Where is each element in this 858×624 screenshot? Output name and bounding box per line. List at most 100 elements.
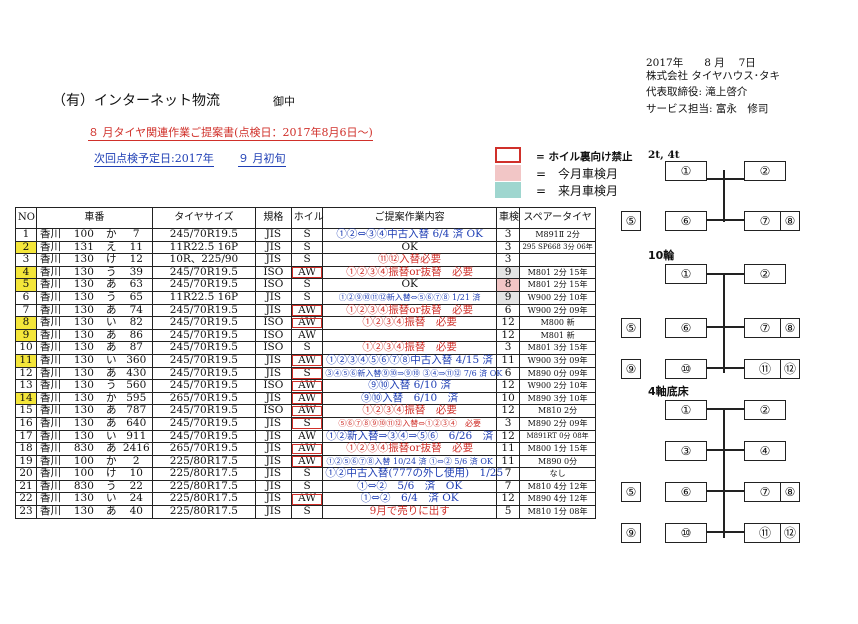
cell-std: JIS bbox=[254, 442, 292, 456]
cell-size: 245/70R19.5 bbox=[151, 366, 256, 381]
cell-pref: 香川 bbox=[36, 442, 67, 456]
cell-spare: M800 1分 15年 bbox=[519, 442, 596, 456]
cell-num: 12 bbox=[120, 253, 153, 267]
tire-position: ② bbox=[744, 161, 786, 181]
cell-cls: 130 bbox=[66, 316, 102, 330]
cell-cls: 830 bbox=[66, 479, 102, 494]
cell-wheel: AW bbox=[290, 454, 324, 469]
cell-size: 245/70R19.5 bbox=[151, 341, 256, 355]
cell-kana: あ bbox=[101, 328, 121, 343]
cell-inspect: 12 bbox=[495, 328, 521, 343]
cell-inspect: 3 bbox=[495, 253, 521, 267]
cell-inspect: 9 bbox=[495, 265, 521, 280]
cell-pref: 香川 bbox=[36, 404, 67, 418]
cell-cls: 130 bbox=[66, 404, 102, 418]
cell-std: JIS bbox=[254, 303, 292, 318]
cell-wheel: AW bbox=[290, 379, 324, 393]
cell-size: 225/80R17.5 bbox=[151, 492, 256, 507]
col-header-no: NO bbox=[14, 207, 38, 229]
cell-size: 265/70R19.5 bbox=[151, 442, 256, 456]
cell-spare: M801 2分 15年 bbox=[519, 265, 596, 280]
tire-position: ⑧ bbox=[780, 318, 800, 338]
cell-wheel: AW bbox=[290, 429, 324, 444]
cell-std: JIS bbox=[254, 240, 292, 255]
recipient: （有）インターネット物流 bbox=[52, 93, 220, 109]
cell-no: 5 bbox=[14, 278, 38, 292]
cell-size: 245/70R19.5 bbox=[151, 416, 256, 431]
tire-position: ② bbox=[744, 400, 786, 420]
cell-num: 63 bbox=[120, 278, 153, 292]
cell-cls: 130 bbox=[66, 341, 102, 355]
cell-num: 11 bbox=[120, 240, 153, 255]
cell-no: 10 bbox=[14, 341, 38, 355]
cell-cls: 100 bbox=[66, 228, 102, 242]
cell-pref: 香川 bbox=[36, 429, 67, 444]
cell-wheel: AW bbox=[290, 391, 324, 406]
tire-position: ⑥ bbox=[665, 482, 707, 502]
cell-wheel: AW bbox=[290, 353, 324, 368]
legend-swatch-no-flip bbox=[495, 147, 521, 163]
cell-inspect: 3 bbox=[495, 416, 521, 431]
date: 2017年 8 月 7日 bbox=[646, 57, 756, 69]
cell-std: JIS bbox=[254, 467, 292, 481]
cell-work: ⑤⑥⑦⑧⑨⑩⑪⑫入替⇔①②③④ 必要 bbox=[322, 416, 497, 431]
cell-kana: か bbox=[101, 391, 121, 406]
cell-spare: M801 2分 15年 bbox=[519, 278, 596, 292]
cell-std: JIS bbox=[254, 353, 292, 368]
cell-no: 12 bbox=[14, 366, 38, 381]
legend-extra: 2t, 4t bbox=[648, 149, 680, 161]
cell-inspect: 12 bbox=[495, 492, 521, 507]
cell-wheel: S bbox=[290, 366, 324, 381]
cell-work: ①②③④振替or抜替 必要 bbox=[322, 303, 497, 318]
cell-pref: 香川 bbox=[36, 492, 67, 507]
cell-num: 2 bbox=[120, 454, 153, 469]
cell-inspect: 12 bbox=[495, 316, 521, 330]
tire-position: ① bbox=[665, 161, 707, 181]
cell-spare: M800 新 bbox=[519, 316, 596, 330]
cell-size: 11R22.5 16P bbox=[151, 290, 256, 305]
cell-num: 911 bbox=[120, 429, 153, 444]
cell-inspect: 9 bbox=[495, 290, 521, 305]
cell-spare: M890 2分 09年 bbox=[519, 416, 596, 431]
cell-num: 560 bbox=[120, 379, 153, 393]
cell-kana: あ bbox=[101, 366, 121, 381]
cell-kana: う bbox=[101, 479, 121, 494]
cell-num: 82 bbox=[120, 316, 153, 330]
cell-num: 65 bbox=[120, 290, 153, 305]
cell-pref: 香川 bbox=[36, 366, 67, 381]
cell-num: 40 bbox=[120, 505, 153, 519]
cell-std: ISO bbox=[254, 379, 292, 393]
cell-work: ①②中古入替(777の外し使用) 1/25 bbox=[322, 467, 503, 481]
cell-wheel: AW bbox=[290, 265, 324, 280]
cell-kana: あ bbox=[101, 278, 121, 292]
cell-num: 360 bbox=[120, 353, 153, 368]
cell-wheel: S bbox=[290, 341, 324, 355]
tire-position: ⑤ bbox=[621, 211, 641, 231]
cell-num: 787 bbox=[120, 404, 153, 418]
cell-kana: あ bbox=[101, 341, 121, 355]
cell-spare: M890 3分 10年 bbox=[519, 391, 596, 406]
cell-cls: 131 bbox=[66, 240, 102, 255]
cell-cls: 130 bbox=[66, 416, 102, 431]
tire-position: ⑫ bbox=[780, 359, 800, 379]
cell-no: 18 bbox=[14, 442, 38, 456]
cell-pref: 香川 bbox=[36, 240, 67, 255]
cell-no: 13 bbox=[14, 379, 38, 393]
cell-spare: W900 2分 10年 bbox=[519, 290, 596, 305]
diagram-label-4-axle: 4軸底床 bbox=[648, 385, 689, 398]
cell-work: ①②新入替⇒③④⇒⑤⑥ 6/26 済 bbox=[322, 429, 497, 444]
cell-inspect: 6 bbox=[495, 303, 521, 318]
cell-num: 74 bbox=[120, 303, 153, 318]
cell-no: 17 bbox=[14, 429, 38, 444]
cell-inspect: 11 bbox=[495, 454, 521, 469]
col-header-inspection: 車検 bbox=[495, 207, 521, 229]
honorific: 御中 bbox=[273, 95, 295, 108]
